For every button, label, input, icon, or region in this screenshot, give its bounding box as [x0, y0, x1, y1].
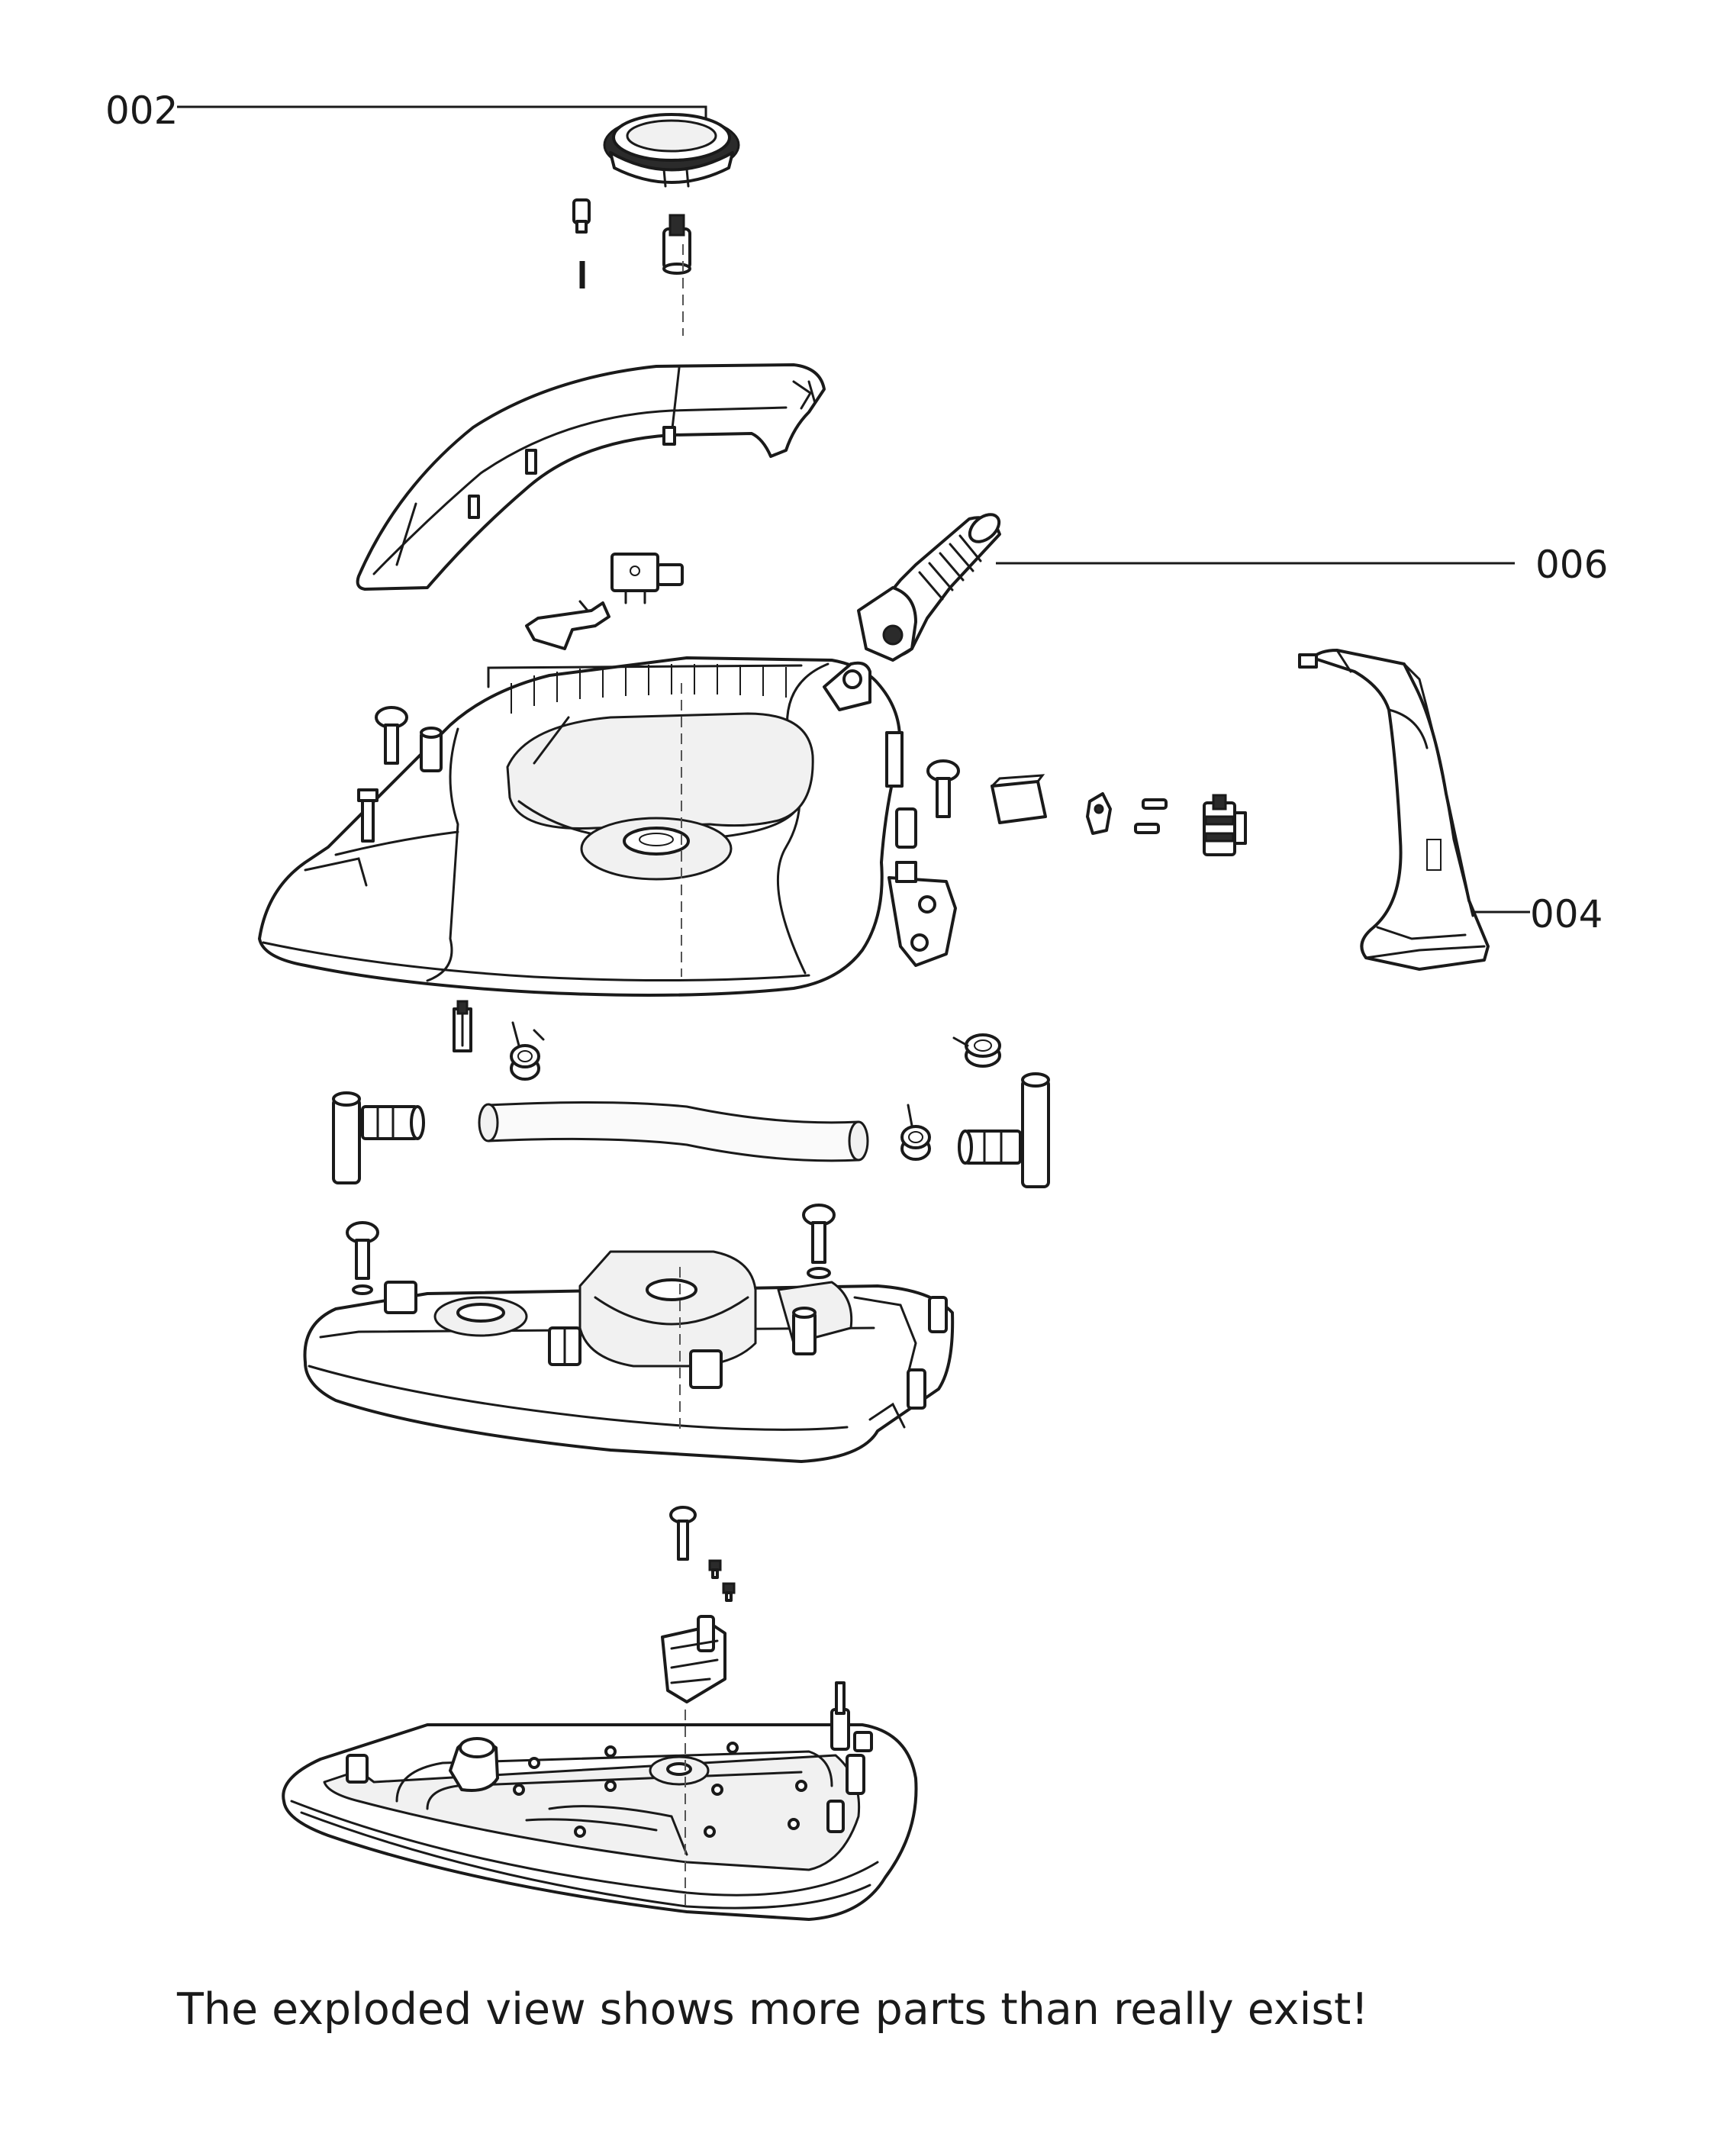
- microswitch-part: [610, 553, 684, 604]
- elbow-connector-right: [958, 1072, 1050, 1188]
- hose-clamp-left: [510, 1021, 545, 1081]
- assembly-axis: [679, 244, 686, 1908]
- hose-clamp-right-top: [952, 1033, 1001, 1068]
- callout-004: 004: [1442, 892, 1603, 936]
- post-left-housing: [420, 727, 443, 772]
- rear-cover-part: [1298, 649, 1490, 971]
- callout-006: 006: [996, 543, 1608, 587]
- water-tank-part: [303, 1250, 955, 1463]
- terminal-block-part: [1203, 794, 1247, 856]
- screw-thermostat: [669, 1506, 697, 1561]
- handle-cover-part: [356, 363, 826, 591]
- housing-ribs: [511, 664, 787, 714]
- footnote: The exploded view shows more parts than …: [177, 1984, 1369, 2035]
- elbow-connector-left: [332, 1091, 425, 1184]
- callout-002-label: 002: [105, 89, 178, 133]
- hose-clamp-right-bottom: [900, 1104, 931, 1161]
- pin-part: [572, 198, 591, 288]
- thermostat-part: [661, 1615, 726, 1703]
- screw-tank-right: [802, 1204, 836, 1279]
- nut-parts: [708, 1559, 736, 1602]
- callout-004-label: 004: [1530, 892, 1603, 936]
- bracket-lever-part: [525, 600, 610, 650]
- soleplate-part: [282, 1681, 918, 1921]
- callout-006-label: 006: [1535, 543, 1608, 587]
- small-connector-part: [453, 1000, 472, 1052]
- screw-right-housing: [926, 759, 960, 818]
- silicone-hose-part: [478, 1101, 869, 1162]
- clip-part: [1086, 792, 1112, 835]
- screw-tank-left: [346, 1221, 379, 1295]
- main-housing-part: [258, 656, 957, 997]
- cord-protector-part: [857, 513, 1001, 662]
- connector-plate-part: [991, 774, 1047, 824]
- dial-knob-part: [603, 113, 740, 188]
- screw-left-housing: [375, 706, 408, 765]
- dial-shaft-part: [662, 214, 691, 275]
- small-screws-part: [1134, 798, 1168, 834]
- soleplate-holes: [513, 1742, 807, 1838]
